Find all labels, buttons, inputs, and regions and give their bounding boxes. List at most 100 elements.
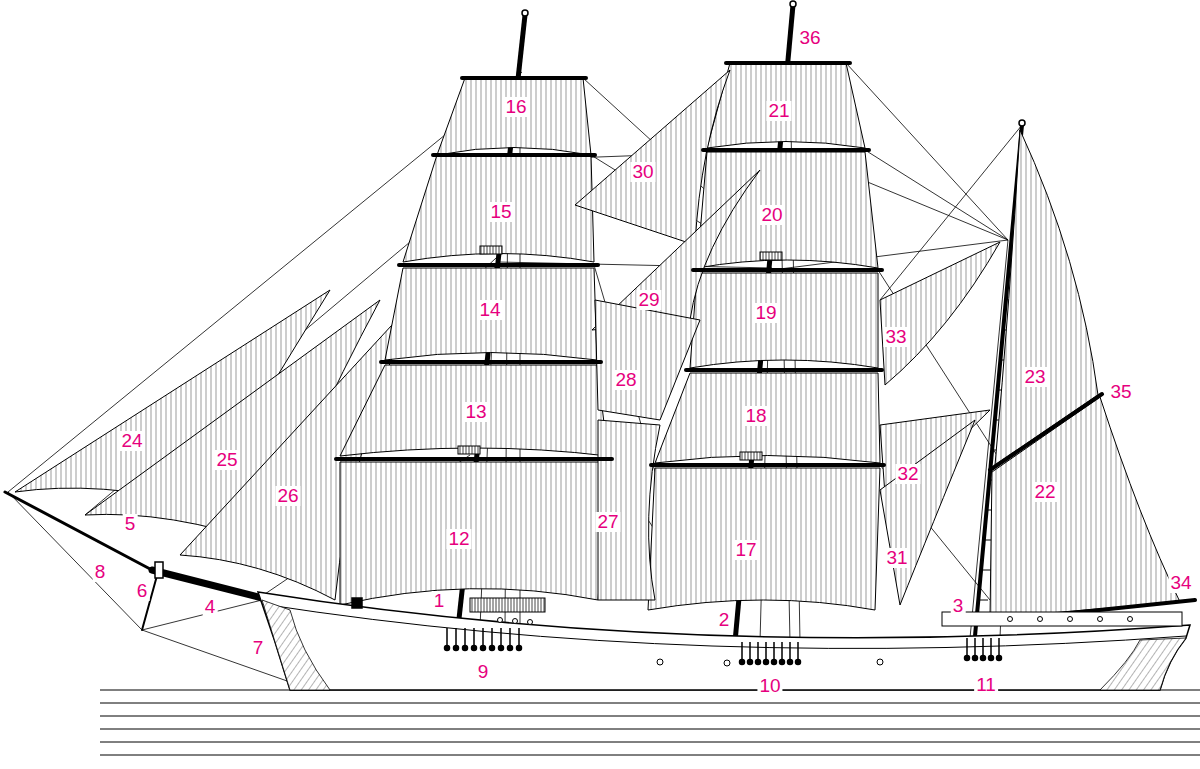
square-sails <box>403 155 594 262</box>
fore-and-aft-sails <box>995 130 1098 465</box>
square-sails <box>655 373 880 463</box>
masts <box>790 1 796 7</box>
fore-and-aft-sails <box>990 130 1180 618</box>
yards <box>686 368 882 372</box>
square-sails <box>690 273 878 368</box>
chainplates <box>472 646 477 651</box>
callout-number: 21 <box>766 101 791 121</box>
portholes <box>1038 617 1043 622</box>
bowsprit <box>152 570 262 598</box>
callout-number: 34 <box>1168 573 1193 593</box>
callout-number: 31 <box>884 548 909 568</box>
chainplates <box>499 646 504 651</box>
callout-number: 11 <box>974 675 998 695</box>
callout-number: 35 <box>1108 382 1133 402</box>
portholes <box>724 660 730 666</box>
callout-number: 33 <box>883 327 908 347</box>
rigging <box>142 630 290 682</box>
chainplates <box>756 660 761 665</box>
hull <box>258 592 1190 690</box>
masts <box>522 10 528 16</box>
callout-number: 24 <box>119 431 144 451</box>
chainplates <box>740 660 745 665</box>
hull <box>258 592 1190 690</box>
square-sails <box>437 78 591 155</box>
mast-tops <box>760 252 782 260</box>
water-lines <box>100 716 1200 717</box>
chainplates <box>997 656 1002 661</box>
callout-number: 29 <box>636 290 661 310</box>
chainplates <box>748 660 753 665</box>
yards <box>693 268 882 272</box>
yards <box>336 457 612 461</box>
portholes <box>513 619 518 624</box>
staysails <box>598 420 660 600</box>
callout-number: 28 <box>613 370 638 390</box>
chainplates <box>454 646 459 651</box>
portholes <box>657 659 663 665</box>
chainplates <box>989 656 994 661</box>
chainplates <box>764 660 769 665</box>
chainplates <box>796 660 801 665</box>
chainplates <box>517 646 522 651</box>
hull <box>1100 638 1186 690</box>
square-sails <box>340 63 880 610</box>
chainplates <box>508 646 513 651</box>
water-lines <box>100 755 1200 756</box>
chainplates <box>973 656 978 661</box>
portholes <box>498 618 503 623</box>
callout-number: 2 <box>717 610 732 630</box>
square-sails <box>707 63 865 148</box>
callout-number: 5 <box>123 514 138 534</box>
hull <box>262 600 330 690</box>
chainplates <box>445 628 1002 665</box>
callout-number: 16 <box>503 97 528 117</box>
yards <box>990 394 1102 470</box>
mast-tops <box>458 446 480 454</box>
bowsprit <box>5 492 152 570</box>
water-lines <box>100 742 1200 743</box>
rigging <box>8 60 1022 682</box>
hull <box>470 598 545 612</box>
rigging <box>865 150 1008 240</box>
callout-number: 3 <box>951 596 966 616</box>
callout-number: 1 <box>432 591 447 611</box>
staysails <box>595 300 700 420</box>
square-sails <box>340 462 608 605</box>
chainplates <box>965 656 970 661</box>
callout-number: 6 <box>135 581 150 601</box>
staysails <box>880 242 1000 385</box>
callout-number: 18 <box>743 406 768 426</box>
portholes <box>1128 617 1133 622</box>
callout-number: 30 <box>630 162 655 182</box>
callout-number: 25 <box>214 450 239 470</box>
callout-number: 36 <box>797 28 822 48</box>
hull <box>352 598 362 608</box>
callout-number: 15 <box>488 202 513 222</box>
yards <box>703 148 869 152</box>
callout-number: 14 <box>477 300 502 320</box>
portholes <box>498 617 1133 667</box>
chainplates <box>447 628 999 660</box>
callout-number: 4 <box>203 597 218 617</box>
staysails <box>880 420 975 605</box>
chainplates <box>981 656 986 661</box>
staysails <box>575 70 730 245</box>
callout-number: 17 <box>733 540 758 560</box>
callout-number: 20 <box>759 205 784 225</box>
callout-number: 27 <box>595 512 620 532</box>
callout-number: 22 <box>1032 482 1057 502</box>
masts <box>1019 120 1025 126</box>
mast-tops <box>740 452 762 460</box>
yards <box>399 263 598 267</box>
portholes <box>528 620 533 625</box>
square-sails <box>340 365 608 456</box>
chainplates <box>445 646 450 651</box>
chainplates <box>490 646 495 651</box>
staysails <box>575 70 1000 605</box>
callout-number: 32 <box>895 464 920 484</box>
callout-number: 7 <box>251 638 266 658</box>
